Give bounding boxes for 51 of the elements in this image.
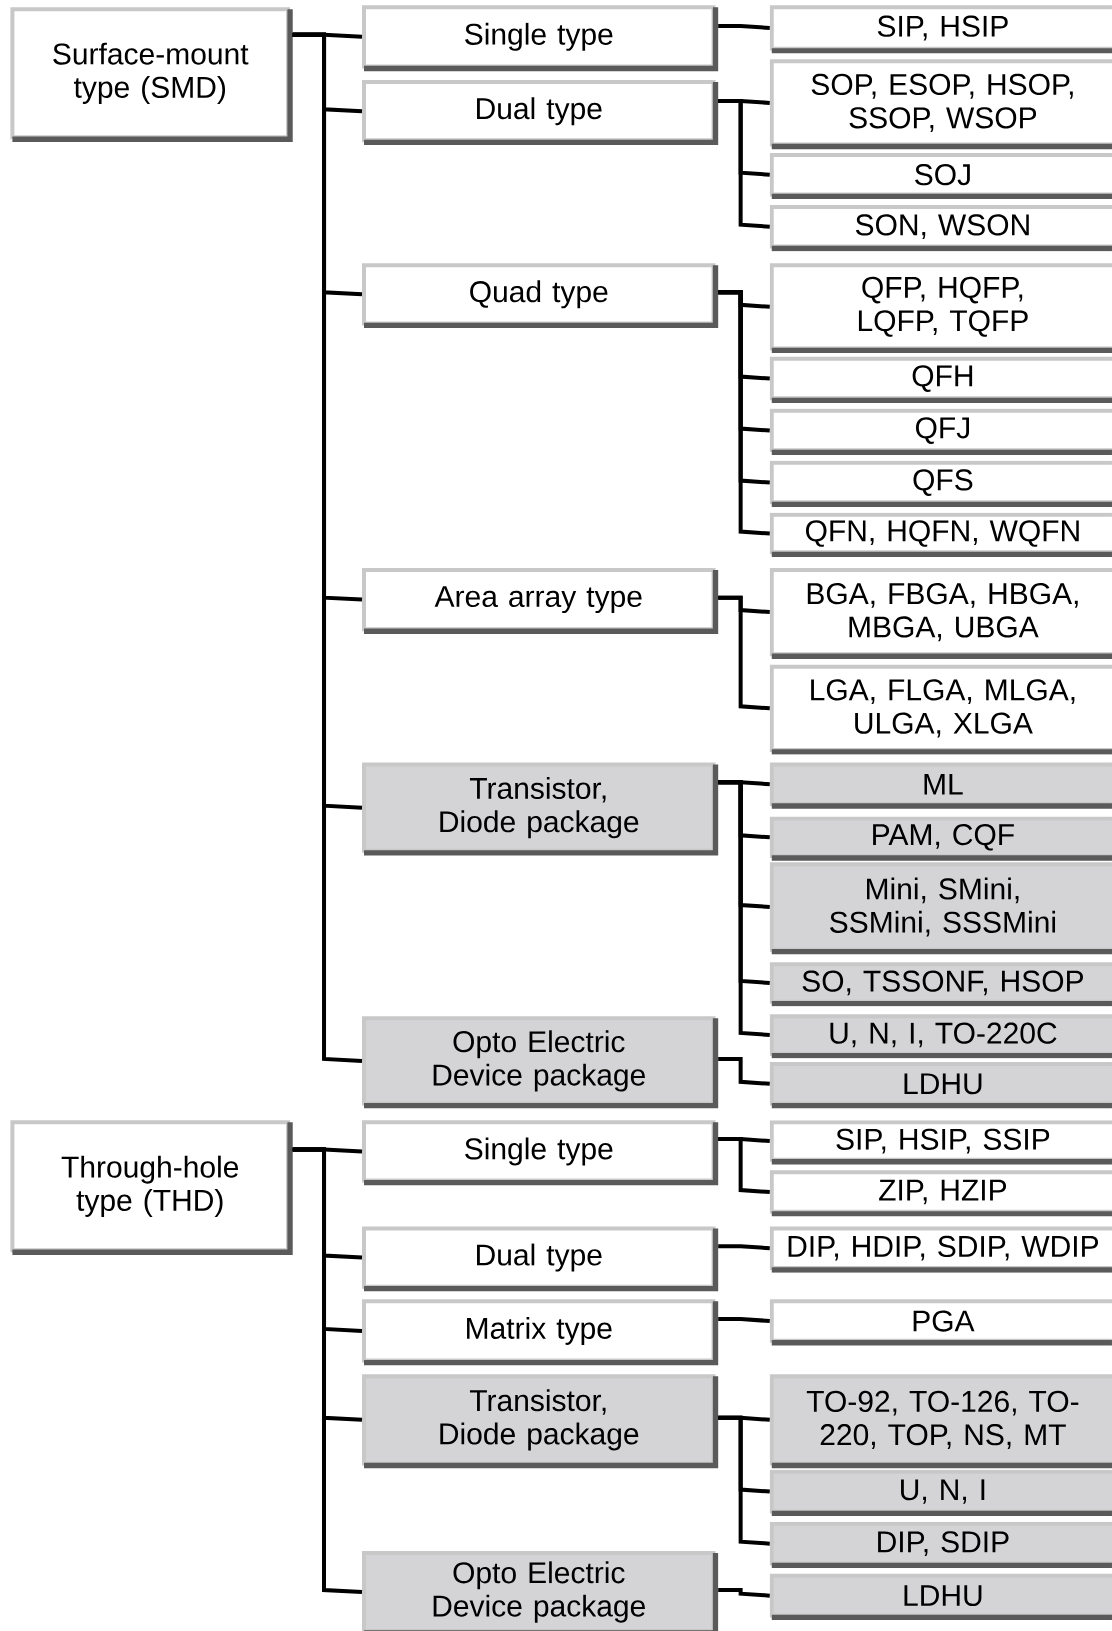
- package-box: U, N, I, TO-220C: [769, 1014, 1112, 1059]
- connector-line: [718, 780, 770, 1037]
- package-box: ZIP, HZIP: [769, 1170, 1112, 1217]
- package-box: SON, WSON: [769, 204, 1112, 252]
- package-box: DIP, SDIP: [769, 1521, 1112, 1569]
- package-box: QFH: [769, 356, 1112, 403]
- connector-line: [718, 1056, 770, 1086]
- package-box: U, N, I: [769, 1469, 1112, 1517]
- package-box: PAM, CQF: [769, 816, 1112, 861]
- package-box: SOP, ESOP, HSOP, SSOP, WSOP: [769, 59, 1112, 150]
- package-box: QFS: [769, 460, 1112, 508]
- package-box: Dual type: [362, 1226, 719, 1292]
- connector-line: [718, 1415, 770, 1546]
- package-box: LDHU: [769, 1062, 1112, 1109]
- connector-line: [718, 290, 770, 536]
- package-box: QFP, HQFP, LQFP, TQFP: [769, 263, 1112, 354]
- package-box: LGA, FLGA, MLGA, ULGA, XLGA: [769, 664, 1112, 755]
- package-box: Area array type: [362, 567, 719, 634]
- connector-line: [718, 1244, 770, 1251]
- package-box: SIP, HSIP, SSIP: [769, 1120, 1112, 1165]
- package-box: Opto Electric Device package: [362, 1016, 719, 1109]
- package-box: Single type: [362, 1120, 719, 1186]
- connector-line: [718, 1137, 770, 1195]
- package-box: QFJ: [769, 408, 1112, 455]
- package-box: SOJ: [769, 152, 1112, 200]
- connector-line: [718, 595, 770, 711]
- package-box: PGA: [769, 1299, 1112, 1346]
- package-box: TO-92, TO-126, TO-220, TOP, NS, MT: [769, 1374, 1112, 1469]
- package-box: BGA, FBGA, HBGA, MBGA, UBGA: [769, 567, 1112, 659]
- connector-line: [718, 1317, 770, 1323]
- package-box: Quad type: [362, 263, 719, 329]
- package-box: Mini, SMini, SSMini, SSSMini: [769, 862, 1112, 955]
- package-box: SO, TSSONF, HSOP: [769, 962, 1112, 1007]
- connector-line: [292, 1147, 363, 1594]
- package-box: ML: [769, 762, 1112, 809]
- connector-line: [718, 24, 770, 30]
- package-box: Transistor, Diode package: [362, 1374, 719, 1469]
- package-box: DIP, HDIP, SDIP, WDIP: [769, 1226, 1112, 1273]
- connector-line: [292, 32, 363, 1063]
- package-box: Matrix type: [362, 1299, 719, 1366]
- package-box: QFN, HQFN, WQFN: [769, 512, 1112, 557]
- package-box: Surface-mount type (SMD): [10, 7, 293, 142]
- package-box: Dual type: [362, 80, 719, 146]
- connector-line: [718, 98, 770, 229]
- package-box: Through-hole type (THD): [10, 1120, 293, 1255]
- package-box: Transistor, Diode package: [362, 762, 719, 856]
- package-box: Opto Electric Device package: [362, 1551, 719, 1631]
- connector-line: [718, 1588, 770, 1598]
- package-box: SIP, HSIP: [769, 5, 1112, 54]
- package-box: Single type: [362, 5, 719, 72]
- package-box: LDHU: [769, 1573, 1112, 1621]
